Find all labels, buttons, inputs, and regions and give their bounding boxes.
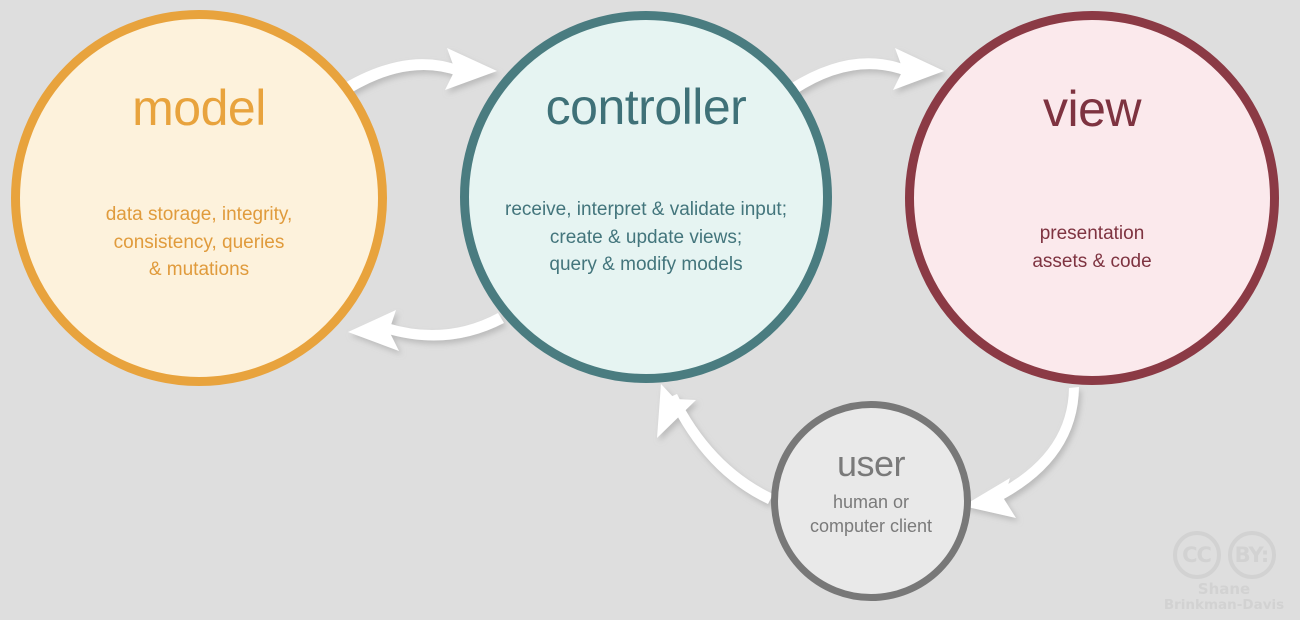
- arrow-model-to-controller: [343, 48, 497, 94]
- node-user-description: human or computer client: [810, 490, 932, 539]
- arrow-controller-to-view: [790, 48, 944, 94]
- node-user[interactable]: user human or computer client: [771, 401, 971, 601]
- node-user-title: user: [836, 443, 906, 484]
- node-user-desc-line-1: human or: [832, 492, 910, 512]
- node-user-desc-line-2: computer client: [809, 516, 933, 537]
- node-view-desc-line-2: assets & code: [1032, 250, 1152, 272]
- author-first-name: Shane: [1197, 580, 1251, 599]
- node-model-desc-line-1: data storage, integrity,: [105, 204, 293, 225]
- node-model[interactable]: model data storage, integrity, consisten…: [11, 10, 387, 386]
- license-watermark: CC BY: Shane Brinkman-Davis: [1160, 531, 1288, 612]
- node-view-title: view: [1042, 81, 1142, 137]
- creative-commons-icon: CC: [1172, 531, 1221, 580]
- attribution-by-icon: BY:: [1227, 531, 1276, 580]
- arrow-user-to-controller: [657, 384, 773, 504]
- node-controller[interactable]: controller receive, interpret & validate…: [460, 11, 832, 383]
- node-model-desc-line-2: consistency, queries: [113, 231, 285, 253]
- node-controller-desc-line-3: query & modify models: [549, 254, 743, 276]
- node-model-description: data storage, integrity, consistency, qu…: [106, 201, 293, 284]
- node-view-desc-line-1: presentation: [1039, 223, 1145, 244]
- node-controller-desc-line-2: create & update views;: [549, 226, 743, 248]
- author-last-name: Brinkman-Davis: [1163, 596, 1285, 613]
- node-controller-desc-line-1: receive, interpret & validate input;: [505, 199, 787, 220]
- node-model-desc-line-3: & mutations: [148, 259, 250, 281]
- node-controller-description: receive, interpret & validate input; cre…: [505, 196, 787, 279]
- node-view-description: presentation assets & code: [1032, 220, 1151, 275]
- author-attribution: Shane Brinkman-Davis: [1160, 580, 1288, 613]
- arrow-controller-to-model: [348, 310, 504, 351]
- node-view[interactable]: view presentation assets & code: [905, 11, 1279, 385]
- node-controller-title: controller: [545, 79, 747, 135]
- node-model-title: model: [132, 80, 266, 136]
- cc-badge-row: CC BY:: [1160, 531, 1288, 580]
- arrow-view-to-user: [963, 387, 1079, 518]
